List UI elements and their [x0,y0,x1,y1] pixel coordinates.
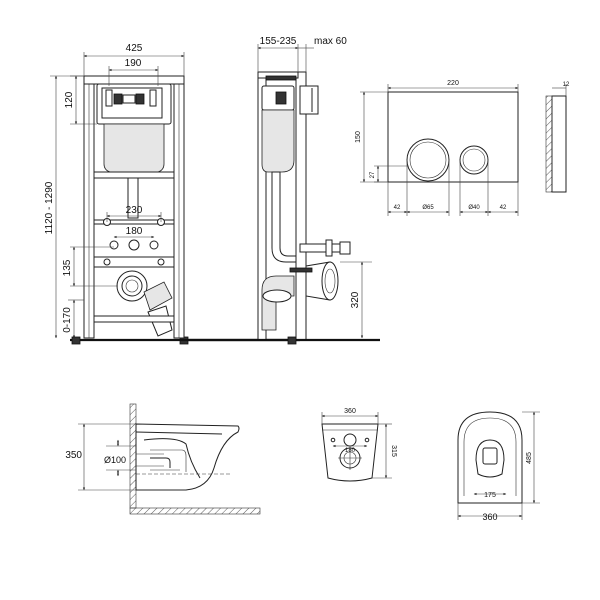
bolt-spacing-label: 230 [126,205,143,216]
bowl-length-label: 485 [526,452,533,464]
plate-thickness-label: 12 [563,82,570,88]
flush-plate-dimensions: 220 150 12 27 42 Ø65 Ø40 42 [355,80,570,216]
frame-top-height-label: 120 [64,91,75,108]
small-flush-button [459,145,489,175]
bowl-back-width-label: 360 [344,408,356,415]
frame-depth-range-label: 155-235 [260,36,297,47]
bolt-inner-label: 180 [126,226,143,237]
bowl-bolt-spacing-label: 180 [345,448,356,454]
large-flush-button [406,138,450,182]
frame-front-view [70,75,300,345]
bowl-side-dimensions: 350 Ø100 [65,423,136,491]
margin-left-label: 42 [394,205,401,211]
bowl-back-depth-label: 315 [390,445,397,457]
outlet-dia-label: Ø100 [104,455,126,465]
bowl-inner-width-label: 175 [484,492,496,499]
foot-range-label: 0-170 [62,307,73,333]
frame-height-range-label: 1120 - 1290 [44,181,55,234]
plate-width-label: 220 [447,80,459,87]
outlet-height-label: 135 [62,259,73,276]
bowl-height-label: 350 [65,450,82,461]
bowl-back-view [321,423,379,482]
small-button-dia-label: Ø40 [468,205,480,211]
bowl-back-dimensions: 360 180 315 [321,408,397,479]
side-outlet-height-label: 320 [350,291,361,308]
frame-side-dimensions: 155-235 max 60 320 [257,36,372,339]
frame-front-dimensions: 425 190 120 1120 - 1290 230 180 135 0-17… [44,43,185,339]
bowl-top-dimensions: 485 175 360 [457,411,540,522]
button-offset-label: 27 [370,171,376,178]
frame-width-label: 425 [126,43,143,54]
plate-height-label: 150 [355,131,362,143]
frame-side-view [180,71,380,345]
bowl-top-width-label: 360 [482,512,497,522]
flush-plate-view [387,91,567,193]
bowl-side-view [129,403,261,515]
big-button-dia-label: Ø65 [422,205,434,211]
frame-max-depth-label: max 60 [314,36,347,47]
frame-top-width-label: 190 [125,58,142,69]
bowl-top-view [457,411,523,504]
margin-right-label: 42 [500,205,507,211]
